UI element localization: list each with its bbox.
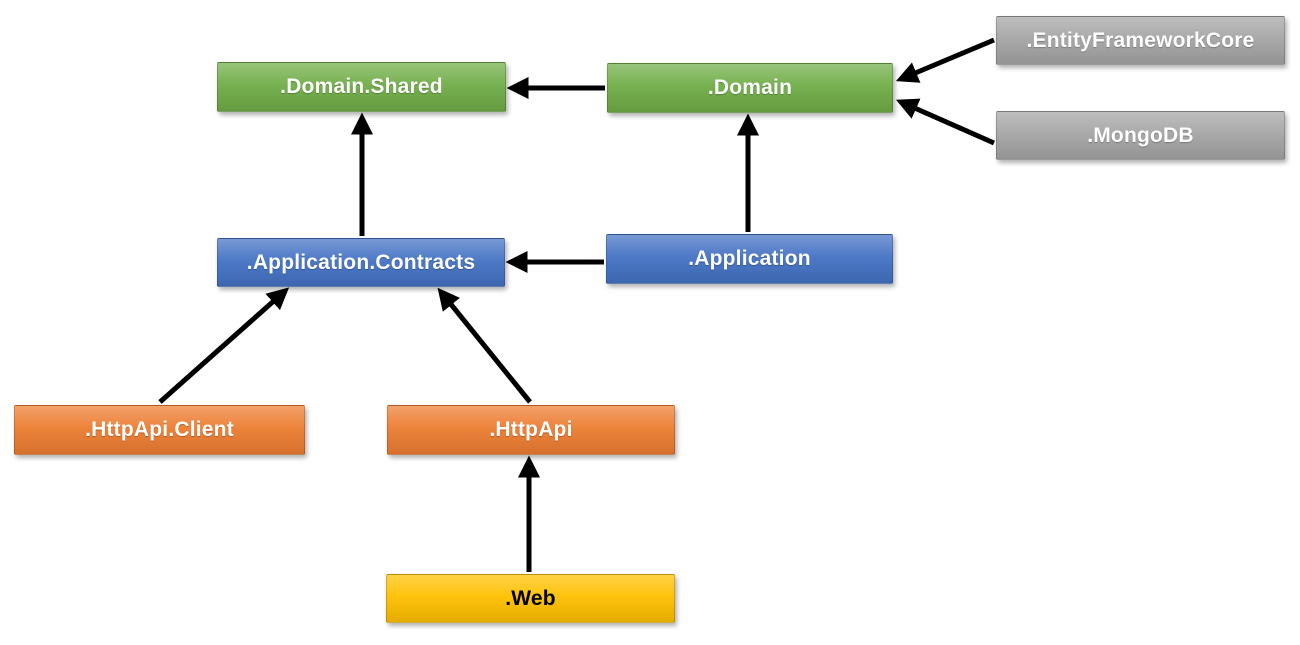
arrow-entityframeworkcore-to-domain xyxy=(895,37,995,83)
node-application-contracts: .Application.Contracts xyxy=(217,238,505,287)
node-httpapi-client-label: .HttpApi.Client xyxy=(85,418,234,441)
node-web: .Web xyxy=(386,574,675,623)
node-httpapi-client: .HttpApi.Client xyxy=(14,405,305,455)
node-entityframeworkcore: .EntityFrameworkCore xyxy=(996,16,1285,65)
arrow-httpapi-to-application-contracts xyxy=(437,287,532,404)
node-application: .Application xyxy=(606,234,893,284)
node-domain-shared-label: .Domain.Shared xyxy=(280,75,443,98)
node-domain-shared: .Domain.Shared xyxy=(217,62,506,112)
node-httpapi-label: .HttpApi xyxy=(489,418,573,441)
node-web-label: .Web xyxy=(505,586,556,610)
node-httpapi: .HttpApi xyxy=(387,405,675,455)
node-domain: .Domain xyxy=(607,63,893,113)
node-mongodb: .MongoDB xyxy=(996,111,1285,160)
arrow-httpapi-client-to-application-contracts xyxy=(158,287,290,404)
arrow-mongodb-to-domain xyxy=(895,98,996,146)
node-mongodb-label: .MongoDB xyxy=(1087,123,1194,147)
node-entityframeworkcore-label: .EntityFrameworkCore xyxy=(1026,28,1255,52)
node-application-label: .Application xyxy=(688,247,811,270)
node-application-contracts-label: .Application.Contracts xyxy=(246,250,476,274)
node-domain-label: .Domain xyxy=(707,76,793,99)
